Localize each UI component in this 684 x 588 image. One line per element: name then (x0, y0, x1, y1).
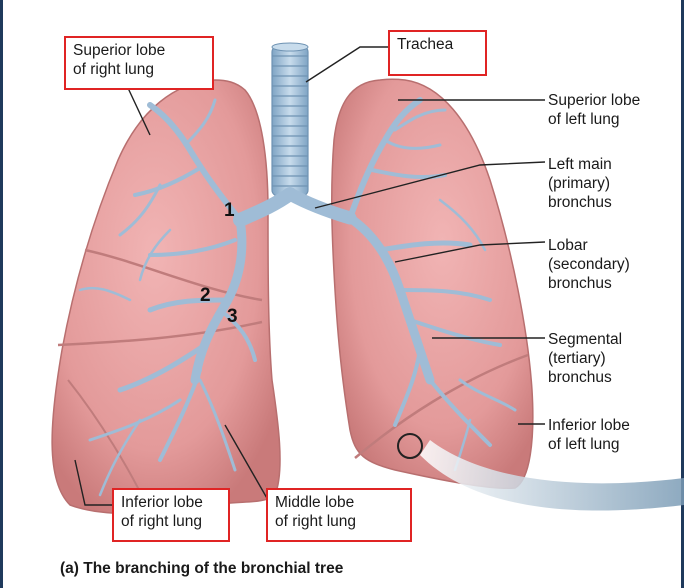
trachea-opening (271, 42, 309, 52)
left-lung-shape (331, 78, 534, 490)
right-oblique-fissure (57, 320, 263, 347)
leader-trachea (305, 46, 388, 83)
label-superior-lobe-left-lung: Superior lobe of left lung (548, 92, 641, 128)
bronchial-tree (78, 97, 517, 497)
label-segmental-bronchus: Segmental (tertiary) bronchus (548, 331, 623, 386)
figure-caption: (a) The branching of the bronchial tree (60, 560, 344, 577)
marker-3: 3 (227, 306, 238, 327)
detail-circle (397, 433, 423, 459)
marker-2: 2 (200, 285, 211, 306)
left-lung (331, 78, 534, 490)
label-middle-lobe-right-lung: Middle lobe of right lung (266, 488, 412, 542)
leader-middle-right (224, 424, 269, 501)
trachea (271, 42, 309, 197)
left-oblique-fissure (354, 353, 529, 459)
label-trachea: Trachea (388, 30, 487, 76)
right-horizontal-fissure (84, 248, 263, 302)
left-border (0, 0, 3, 588)
trachea-tube (271, 45, 309, 197)
label-superior-lobe-right-lung: Superior lobe of right lung (64, 36, 214, 90)
marker-1: 1 (224, 200, 235, 221)
right-border (681, 0, 684, 588)
leader-lines (74, 46, 546, 506)
label-left-main-bronchus: Left main (primary) bronchus (548, 156, 612, 211)
label-inferior-lobe-left-lung: Inferior lobe of left lung (548, 417, 630, 453)
left-main-bronchus (283, 187, 357, 225)
label-inferior-lobe-right-lung: Inferior lobe of right lung (112, 488, 230, 542)
zoom-arrow (420, 440, 684, 511)
trachea-rings (272, 55, 308, 187)
leader-left-main (314, 161, 546, 209)
leader-superior-right (127, 87, 151, 136)
leader-inferior-right (74, 459, 118, 506)
leader-lobar (394, 241, 546, 263)
right-lung (51, 79, 281, 515)
label-lobar-bronchus: Lobar (secondary) bronchus (548, 237, 630, 292)
